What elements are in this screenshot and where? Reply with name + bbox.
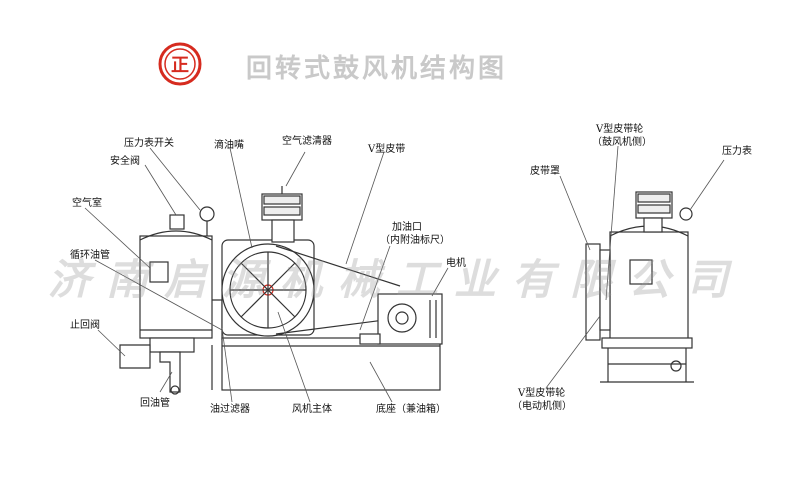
base-oil-tank: [211, 337, 441, 391]
label-v-belt: V型皮带: [368, 144, 406, 155]
label-circulating-pipe: 循环油管: [70, 250, 110, 261]
company-watermark: 济南启源机械工业有限公司: [48, 255, 745, 304]
motor: [359, 293, 443, 345]
label-v-pulley-top-sub: （鼓风机侧）: [592, 137, 652, 148]
check-valve: [119, 344, 181, 395]
label-motor: 电机: [446, 258, 466, 269]
label-oil-filter: 油过滤器: [210, 404, 250, 415]
label-safety-valve: 安全阀: [110, 156, 140, 167]
label-main-body: 风机主体: [292, 404, 332, 415]
air-chamber-tank: [139, 214, 213, 353]
label-v-pulley-bottom: V型皮带轮: [518, 388, 566, 399]
svg-text:正: 正: [171, 55, 189, 76]
right-side-view: [585, 191, 694, 383]
blower-main-body: [221, 239, 315, 337]
label-return-pipe: 回油管: [140, 398, 170, 409]
label-base: 底座（兼油箱）: [376, 404, 446, 415]
label-pressure-switch: 压力表开关: [124, 138, 174, 149]
label-air-chamber: 空气室: [72, 198, 102, 209]
label-oil-inlet-sub: （内附油标尺）: [380, 235, 450, 246]
company-logo: 正: [158, 42, 202, 86]
label-oil-nozzle: 滴油嘴: [214, 140, 244, 151]
label-oil-inlet: 加油口: [392, 222, 422, 233]
label-check-valve: 止回阀: [70, 320, 100, 331]
air-filter: [261, 186, 303, 243]
label-air-filter: 空气滤清器: [282, 136, 332, 147]
label-belt-cover: 皮带罩: [530, 166, 560, 177]
diagram-title: 回转式鼓风机结构图: [246, 54, 508, 84]
pressure-gauge-left: [199, 206, 215, 236]
label-pressure-gauge: 压力表: [722, 146, 752, 157]
label-v-pulley-top: V型皮带轮: [596, 124, 644, 135]
label-v-pulley-bottom-sub: （电动机侧）: [512, 401, 572, 412]
